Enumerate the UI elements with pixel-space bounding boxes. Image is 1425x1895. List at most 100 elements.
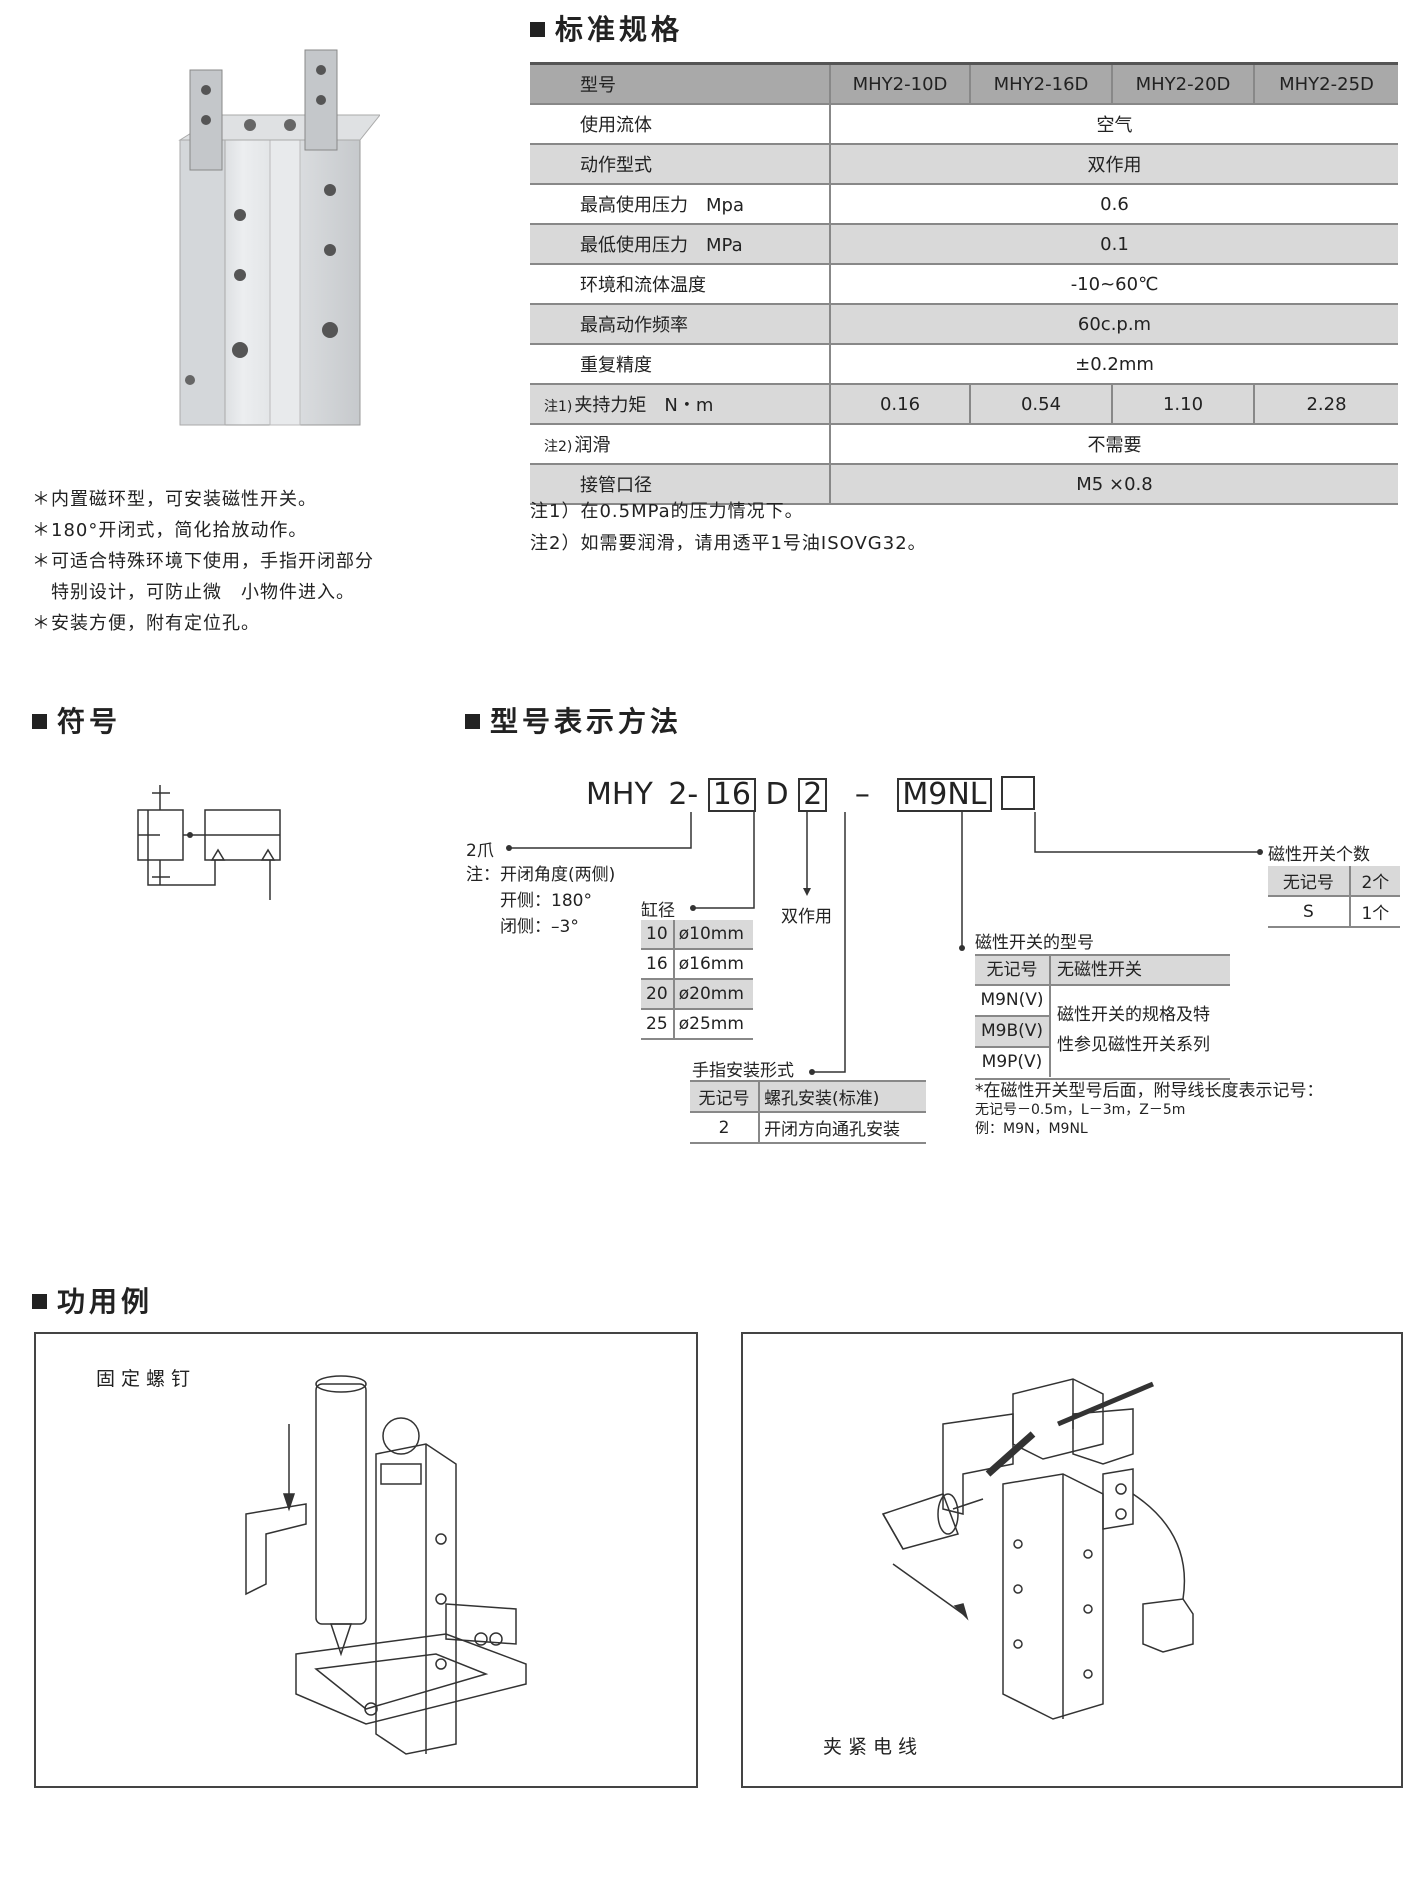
header-model: 型号 (530, 62, 831, 105)
switch-note-line: 例：M9N，M9NL (975, 1121, 1088, 1137)
model-dash: – (854, 777, 870, 812)
torque-label: 夹持力矩 N・m (574, 395, 714, 416)
mount-label: 手指安装形式 (692, 1061, 794, 1081)
table-row: 最高动作频率 60c.p.m (530, 304, 1398, 345)
switch-desc-line: 磁性开关的规格及特 (1057, 1005, 1210, 1025)
row-label: 最高使用压力 Mpa (530, 184, 831, 225)
table-row-torque: 注1)夹持力矩 N・m 0.16 0.54 1.10 2.28 (530, 384, 1398, 425)
model-count-box (1001, 776, 1036, 810)
wire-clamping-illustration (881, 1378, 1194, 1720)
spec-section-title: 标准规格 (530, 8, 683, 48)
count-code: 无记号 (1268, 866, 1351, 897)
switch-table: 无记号 无磁性开关 M9N(V) M9B(V) M9P(V) 磁性开关的规格及特… (975, 954, 1230, 1080)
bore-code: 20 (641, 979, 675, 1010)
switch-note: *在磁性开关型号后面，附导线长度表示记号： 无记号－0.5m，L－3m，Z－5m… (975, 1082, 1324, 1139)
list-item: ＊180°开闭式，简化拾放动作。 (32, 520, 308, 541)
lube-label: 润滑 (574, 435, 611, 456)
table-row: 最高使用压力 Mpa 0.6 (530, 184, 1398, 225)
open-side: 开侧：180° (500, 891, 592, 911)
switch-note-line: *在磁性开关型号后面，附导线长度表示记号： (975, 1081, 1324, 1101)
header-mhy2-10d: MHY2-10D (830, 62, 971, 105)
list-item: 特别设计，可防止微 小物件进入。 (32, 582, 355, 603)
row-label: 接管口径 (530, 464, 831, 505)
count-value: 2个 (1349, 866, 1400, 897)
switch-none-code: 无记号 (975, 956, 1051, 984)
switch-desc-line: 性参见磁性开关系列 (1057, 1035, 1210, 1055)
count-label: 磁性开关个数 (1268, 845, 1370, 865)
model-dash: - (687, 777, 699, 812)
row-label: 最高动作频率 (530, 304, 831, 345)
pneumatic-symbol-diagram (137, 785, 281, 900)
count-value: 1个 (1349, 896, 1400, 928)
symbol-section-title: 符号 (32, 700, 121, 740)
model-prefix: MHY (586, 777, 653, 812)
row-label: 使用流体 (530, 104, 831, 145)
model-action: D (765, 777, 789, 812)
row-value: ±0.2mm (830, 344, 1398, 385)
angle-note-title: 注：开闭角度(两侧) (466, 865, 616, 885)
feature-list: ＊内置磁环型，可安装磁性开关。 ＊180°开闭式，简化拾放动作。 ＊可适合特殊环… (32, 484, 374, 639)
switch-models-col: M9N(V) M9B(V) M9P(V) (975, 986, 1051, 1077)
row-label: 注1)夹持力矩 N・m (530, 384, 831, 425)
table-row: 接管口径 M5 ×0.8 (530, 464, 1398, 505)
bore-code: 16 (641, 949, 675, 980)
model-claws: 2 (668, 777, 688, 812)
table-row: 使用流体 空气 (530, 104, 1398, 145)
list-item: ＊内置磁环型，可安装磁性开关。 (32, 489, 317, 510)
note-marker: 注2) (544, 439, 573, 455)
row-value: 不需要 (830, 424, 1398, 465)
spec-note: 注2）如需要润滑，请用透平1号油ISOVG32。 (530, 533, 927, 554)
spec-table-header: 型号 MHY2-10D MHY2-16D MHY2-20D MHY2-25D (530, 62, 1398, 105)
spec-table: 型号 MHY2-10D MHY2-16D MHY2-20D MHY2-25D 使… (530, 62, 1398, 505)
switch-model: M9P(V) (981, 1052, 1043, 1072)
row-value: 空气 (830, 104, 1398, 145)
table-row: 最低使用压力 MPa 0.1 (530, 224, 1398, 265)
switch-desc: 磁性开关的规格及特 性参见磁性开关系列 (1051, 986, 1210, 1077)
row-value: M5 ×0.8 (830, 464, 1398, 505)
close-side: 闭侧：–3° (500, 917, 579, 937)
switch-model: M9B(V) (975, 1017, 1049, 1048)
torque-value: 0.16 (830, 384, 971, 425)
row-value: 60c.p.m (830, 304, 1398, 345)
example-right-label: 夹紧电线 (823, 1736, 924, 1758)
action-label: 双作用 (781, 907, 832, 927)
table-row-lube: 注2)润滑 不需要 (530, 424, 1398, 465)
bore-size: ø20mm (673, 979, 753, 1010)
switch-none-desc: 无磁性开关 (1057, 960, 1142, 980)
spec-notes: 注1）在0.5MPa的压力情况下。 注2）如需要润滑，请用透平1号油ISOVG3… (530, 496, 927, 560)
bore-size: ø25mm (673, 1009, 753, 1040)
table-row: 重复精度 ±0.2mm (530, 344, 1398, 385)
count-code: S (1268, 896, 1351, 928)
row-value: 0.1 (830, 224, 1398, 265)
model-section-title: 型号表示方法 (465, 700, 682, 740)
header-mhy2-16d: MHY2-16D (970, 62, 1113, 105)
torque-value: 2.28 (1254, 384, 1398, 425)
spec-note: 注1）在0.5MPa的压力情况下。 (530, 501, 804, 522)
switch-none-row: 无记号 无磁性开关 (975, 956, 1230, 986)
list-item: ＊安装方便，附有定位孔。 (32, 613, 260, 634)
torque-value: 1.10 (1112, 384, 1255, 425)
model-leader-lines (506, 812, 1263, 1075)
row-label: 最低使用压力 MPa (530, 224, 831, 265)
switch-label: 磁性开关的型号 (975, 933, 1094, 953)
switch-note-line: 无记号－0.5m，L－3m，Z－5m (975, 1102, 1186, 1118)
mount-code: 2 (690, 1112, 761, 1144)
table-row: 动作型式 双作用 (530, 144, 1398, 185)
mount-code: 无记号 (690, 1081, 761, 1113)
bore-code: 25 (641, 1009, 675, 1040)
model-switch: M9NL (897, 778, 992, 812)
row-value: 0.6 (830, 184, 1398, 225)
list-item: ＊可适合特殊环境下使用，手指开闭部分 (32, 551, 374, 572)
table-row: 环境和流体温度 -10~60℃ (530, 264, 1398, 305)
torque-value: 0.54 (970, 384, 1113, 425)
bore-code: 10 (641, 920, 675, 950)
model-mount: 2 (798, 778, 828, 812)
row-value: 双作用 (830, 144, 1398, 185)
note-marker: 注1) (544, 399, 573, 415)
